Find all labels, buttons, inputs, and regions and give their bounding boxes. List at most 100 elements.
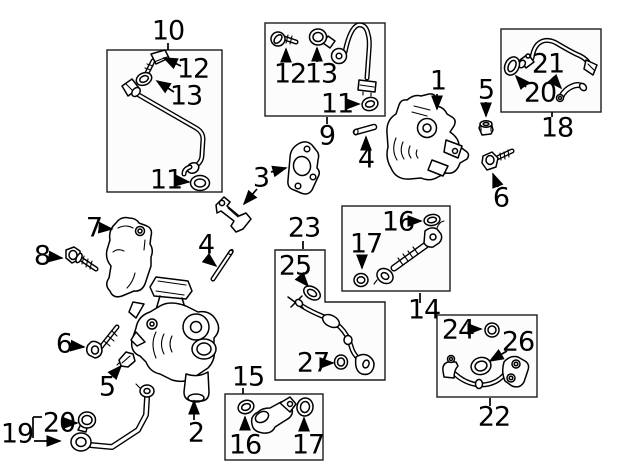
part-oring-27-drawing [333, 354, 349, 370]
part-oring-25-drawing [302, 285, 322, 301]
bolt-12b-shaft-inner [282, 36, 298, 44]
part-elbow-15-drawing [250, 396, 297, 434]
callout-arrow-3 [242, 188, 258, 206]
part-nut-5-upper [478, 120, 494, 136]
tube-10-elbow-inner [182, 165, 192, 176]
part-oring-17-box15 [296, 397, 314, 417]
part-bolt-8-drawing [65, 246, 99, 272]
callout-9[interactable]: 9 [318, 120, 336, 152]
callout-12-box10[interactable]: 12 [176, 53, 210, 85]
part-oring-16-box15 [237, 399, 255, 415]
part-oring-11-box10 [189, 174, 211, 192]
part-turbocharger-1-drawing [386, 93, 470, 181]
callout-arrow-8 [47, 250, 64, 263]
part-oring-13-box10 [135, 71, 153, 87]
callout-6-upper[interactable]: 6 [492, 182, 510, 214]
callout-1[interactable]: 1 [429, 65, 447, 97]
part-oring-20-lower [77, 411, 97, 429]
part-oil-tube-10-drawing [121, 78, 206, 177]
part-oring-11-box9 [361, 96, 379, 112]
part-oring-26-drawing [470, 356, 492, 376]
callout-13-box9[interactable]: 13 [304, 58, 338, 90]
callout-13-box10[interactable]: 13 [169, 80, 203, 112]
tube-19-inner [88, 396, 149, 449]
tube-18-inner [530, 39, 590, 64]
callout-4-upper[interactable]: 4 [357, 143, 375, 175]
callout-2[interactable]: 2 [187, 417, 205, 449]
part-heat-shield-7-drawing [105, 216, 154, 298]
bolt-12a-shaft-inner [145, 59, 155, 75]
group-box-10 [106, 49, 223, 193]
callout-arrows [32, 43, 563, 447]
callout-24[interactable]: 24 [441, 314, 475, 346]
tube-9-inner [343, 23, 371, 80]
stud-4-body-inner [211, 250, 233, 281]
callout-arrow-21 [547, 73, 563, 90]
callout-arrow-5-lower [107, 364, 123, 381]
tube-23-inner [300, 304, 361, 361]
part-bolt-12-box9 [270, 31, 299, 47]
callout-15[interactable]: 15 [231, 361, 265, 393]
callout-25[interactable]: 25 [278, 250, 312, 282]
part-pipe-18-drawing [517, 37, 598, 76]
callout-17-box14[interactable]: 17 [349, 228, 383, 260]
part-pin-4-upper [352, 123, 378, 136]
callout-17-box15[interactable]: 17 [291, 429, 325, 461]
bolt-8-shaft-inner [79, 257, 98, 271]
callout-5-lower[interactable]: 5 [98, 371, 116, 403]
callout-23[interactable]: 23 [287, 212, 321, 244]
part-pipe-14-drawing [373, 220, 445, 285]
callout-arrow-25 [294, 271, 310, 288]
callout-19[interactable]: 19 [0, 418, 34, 450]
callout-11-box9[interactable]: 11 [320, 88, 354, 120]
part-stud-4-left [210, 248, 234, 282]
part-oring-24-drawing [484, 322, 500, 338]
callout-12-box9[interactable]: 12 [273, 58, 307, 90]
callout-14[interactable]: 14 [407, 294, 441, 326]
callout-arrow-12-box10 [162, 57, 182, 70]
callout-arrow-3 [270, 165, 288, 178]
part-pipe-23-drawing [287, 295, 375, 376]
tube-19 [87, 395, 150, 450]
pin-4-upper-body-inner [354, 125, 376, 134]
part-hose-21-drawing [555, 82, 588, 103]
callout-18[interactable]: 18 [540, 112, 574, 144]
callout-arrow-6-lower [69, 339, 86, 352]
part-pipe-9-drawing [322, 22, 377, 97]
callout-20-lower[interactable]: 20 [42, 407, 76, 439]
callout-7[interactable]: 7 [85, 212, 103, 244]
part-oring-13-box9 [308, 28, 328, 46]
callout-21[interactable]: 21 [531, 48, 565, 80]
part-oring-17-box14 [353, 272, 369, 288]
callout-6-lower[interactable]: 6 [55, 328, 73, 360]
part-oring-20-box18 [503, 56, 521, 76]
callout-16-box15[interactable]: 16 [228, 429, 262, 461]
callout-arrow-6-upper [492, 172, 504, 189]
tube-10-inner [135, 92, 205, 171]
part-clip-5-lower [116, 351, 136, 368]
callout-arrow-13-box10 [155, 80, 175, 94]
callout-arrow-26 [488, 348, 508, 362]
callout-26[interactable]: 26 [501, 326, 535, 358]
callout-22[interactable]: 22 [477, 401, 511, 433]
callout-5-upper[interactable]: 5 [477, 74, 495, 106]
callout-4-left[interactable]: 4 [197, 229, 215, 261]
callout-20-box18[interactable]: 20 [523, 77, 557, 109]
callout-8[interactable]: 8 [33, 240, 51, 272]
callout-arrow-7 [97, 221, 114, 234]
callout-27[interactable]: 27 [296, 347, 330, 379]
part-oring-16-box14 [423, 213, 441, 227]
callout-arrow-4-left [201, 252, 218, 268]
part-bracket-3-drawing [215, 196, 252, 233]
callout-arrow-11-box10 [174, 174, 191, 187]
callout-16-box14[interactable]: 16 [381, 206, 415, 238]
part-gasket-3-drawing [287, 141, 321, 195]
part-turbocharger-2-drawing [128, 276, 220, 403]
part-pipe-19-drawing [70, 383, 155, 452]
callout-10[interactable]: 10 [151, 15, 185, 47]
callout-3[interactable]: 3 [252, 162, 270, 194]
callout-11-box10[interactable]: 11 [149, 164, 183, 196]
part-bolt-6-upper [481, 148, 515, 171]
